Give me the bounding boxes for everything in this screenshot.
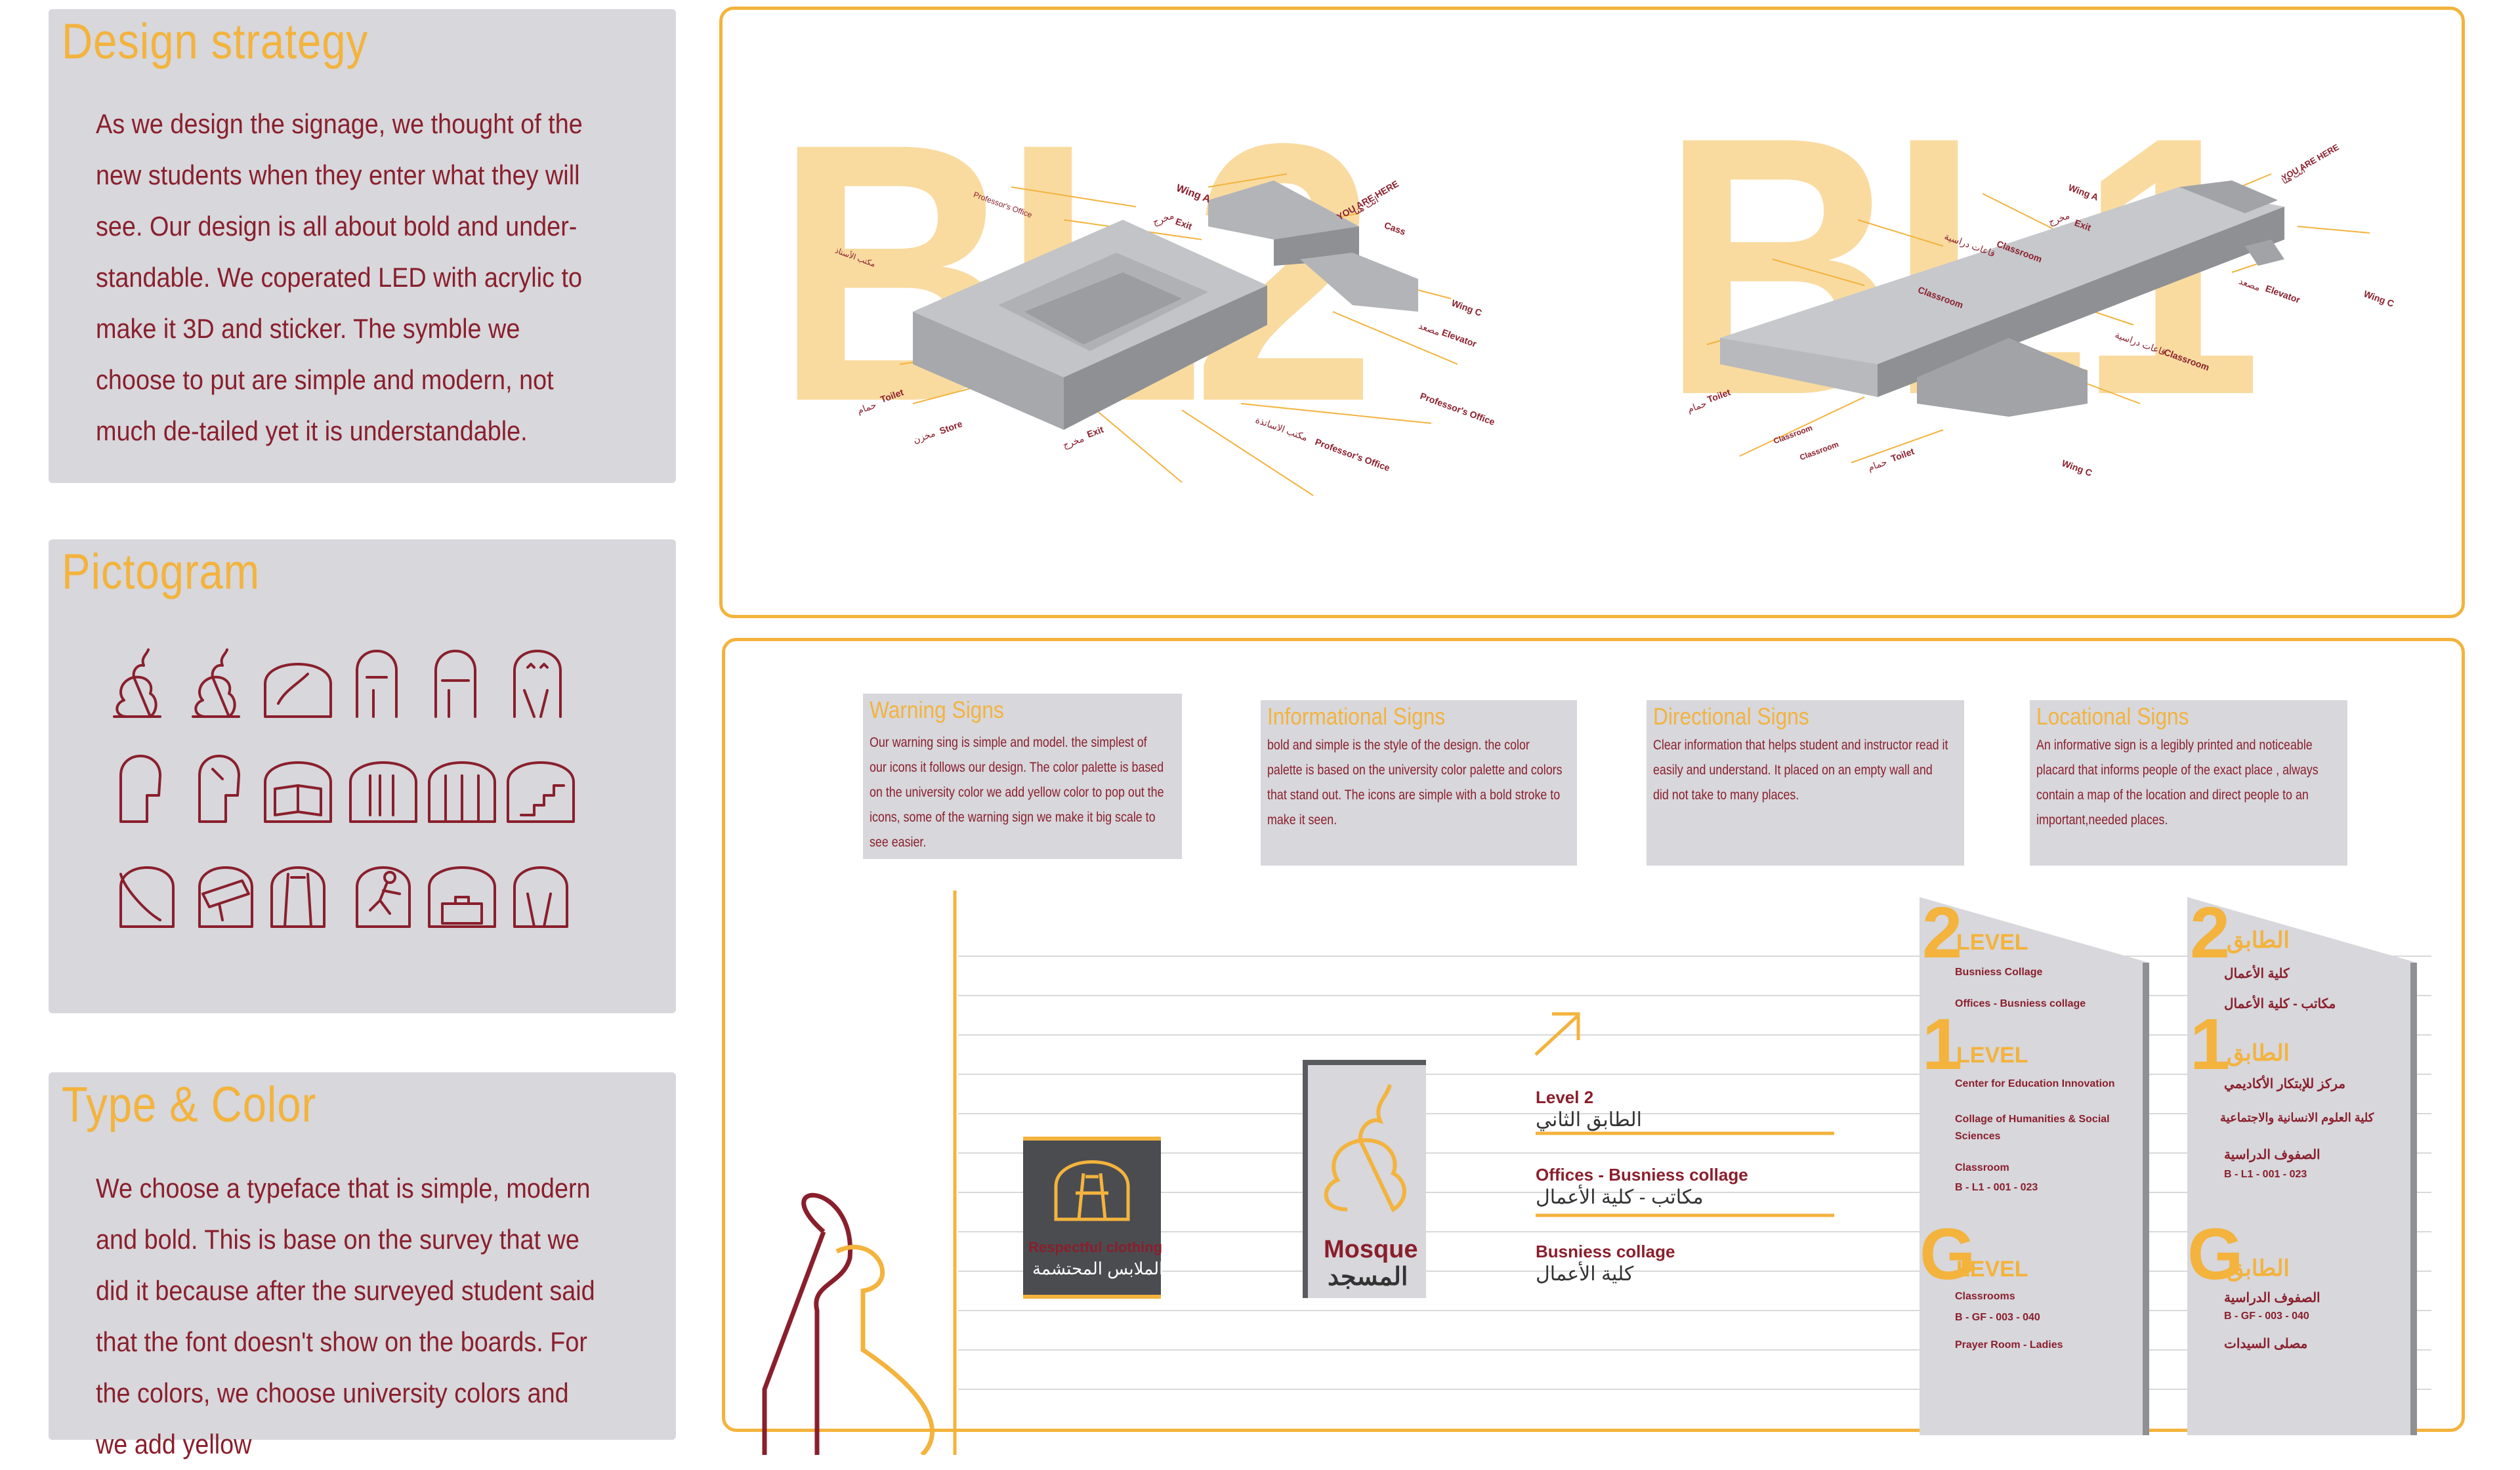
tower-ar-g-item: B - GF - 003 - 040: [2224, 1311, 2309, 1322]
elevator-icon: [428, 761, 496, 823]
tower-en-l1-num: 1: [1922, 1004, 1963, 1085]
tower-en-l2-word: LEVEL: [1956, 930, 2028, 955]
clothing-icon: [1054, 1160, 1130, 1221]
tower-ar-g-word: الطابق: [2227, 1256, 2290, 1281]
warning-signs-body: Our warning sing is simple and model. th…: [870, 735, 1164, 850]
cafeteria-icon: [349, 761, 417, 823]
dir-offices-en: Offices - Busniess collage: [1536, 1165, 1748, 1185]
tower-en-l2-num: 2: [1922, 892, 1963, 973]
tower-ar-g-num: G: [2187, 1214, 2244, 1295]
clothing-sign: Respectful clothing الملابس المحتشمة: [1023, 1137, 1164, 1299]
mosque-sign: Mosque المسجد: [1303, 1060, 1426, 1298]
mosque-sign-en: Mosque: [1324, 1236, 1418, 1263]
wall-lines: [762, 891, 2431, 1455]
type-color-body: We choose a typeface that is simple, mod…: [96, 1173, 595, 1460]
locational-signs-body: An informative sign is a legibly printed…: [2036, 738, 2319, 828]
mosque-sign-ar: المسجد: [1328, 1263, 1408, 1291]
camera-icon: [198, 866, 253, 928]
tower-ar-l1-num: 1: [2190, 1004, 2231, 1085]
tower-en-g-item: B - GF - 003 - 040: [1955, 1312, 2040, 1323]
maps-frame: BL2 BL1 Wing A YOU ARE H: [719, 7, 2465, 618]
library-icon: [264, 761, 332, 823]
family-icon: [513, 650, 562, 718]
tower-en-g-item: Classrooms: [1955, 1291, 2015, 1302]
phone-icon: [119, 866, 175, 928]
woman-restroom-icon: [434, 650, 476, 718]
dir-level2-en: Level 2: [1536, 1087, 1594, 1107]
prayer-woman-icon: [192, 648, 240, 718]
locational-signs-title: Locational Signs: [2036, 703, 2189, 730]
tower-ar-l2-item: مكاتب - كلية الأعمال: [2224, 997, 2336, 1011]
person-outline-maroon: [762, 1192, 852, 1455]
dir-business-en: Busniess collage: [1536, 1242, 1675, 1261]
tower-ar-l2-word: الطابق: [2227, 928, 2290, 953]
man-head-icon: [119, 755, 161, 823]
pictogram-panel: Pictogram: [49, 539, 676, 1013]
tower-ar-l1-item: الصفوف الدراسية: [2224, 1148, 2320, 1162]
tower-en-l1-item: Collage of Humanities & Social: [1955, 1114, 2110, 1125]
arrow-up-right-icon: [1534, 1012, 1580, 1056]
tower-en-l1-item: B - L1 - 001 - 023: [1955, 1182, 2038, 1193]
clothing-icon: [270, 866, 326, 928]
locational-signs-card: Locational Signs An informative sign is …: [2030, 700, 2347, 866]
directional-signs-title: Directional Signs: [1653, 703, 1809, 730]
tower-en-l1-item: Center for Education Innovation: [1955, 1078, 2115, 1089]
person-outline-yellow: [835, 1244, 934, 1455]
locational-tower-ar: 2 الطابق كلية الأعمال مكاتب - كلية الأعم…: [2187, 897, 2417, 1435]
directional-signs-body: Clear information that helps student and…: [1653, 738, 1948, 803]
tower-ar-l1-word: الطابق: [2227, 1041, 2290, 1066]
prayer-man-icon: [113, 648, 161, 718]
tower-en-l1-item: Classroom: [1955, 1162, 2009, 1173]
ablution-icon: [264, 663, 332, 718]
clothing-sign-ar: الملابس المحتشمة: [1032, 1259, 1164, 1278]
directional-signs-card: Directional Signs Clear information that…: [1647, 700, 1964, 866]
pictogram-grid: [113, 648, 575, 928]
tower-en-g-num: G: [1920, 1214, 1976, 1295]
locational-tower-en: 2 LEVEL Busniess Collage Offices - Busni…: [1920, 897, 2149, 1435]
tower-en-l1-item: Sciences: [1955, 1131, 2001, 1142]
dir-offices-ar: مكاتب - كلية الأعمال: [1536, 1186, 1704, 1208]
floor-map-bl1: [1706, 173, 2370, 463]
tower-ar-l1-item: كلية العلوم الانسانية والاجتماعية: [2220, 1111, 2374, 1124]
type-color-panel: Type & Color We choose a typeface that i…: [49, 1072, 676, 1460]
dir-level2-ar: الطابق الثاني: [1536, 1109, 1642, 1131]
tower-ar-g-item: الصفوف الدراسية: [2224, 1291, 2320, 1305]
warning-signs-card: Warning Signs Our warning sing is simple…: [863, 694, 1182, 859]
mosque-icon: [1324, 1084, 1406, 1213]
design-strategy-body: As we design the signage, we thought of …: [96, 108, 583, 446]
type-color-title: Type & Color: [62, 1077, 317, 1133]
signs-frame: Warning Signs Our warning sing is simple…: [722, 638, 2465, 1455]
tower-ar-l1-item: مركز للإبتكار الأكاديمي: [2224, 1077, 2346, 1091]
first-aid-icon: [428, 866, 496, 928]
woman-head-icon: [198, 755, 240, 823]
clothing-sign-en: Respectful clothing: [1028, 1239, 1163, 1255]
tower-ar-l2-num: 2: [2190, 892, 2231, 973]
stairs-icon: [507, 761, 575, 823]
warning-signs-title: Warning Signs: [870, 696, 1004, 723]
design-strategy-panel: Design strategy As we design the signage…: [49, 9, 676, 483]
tower-ar-l1-item: B - L1 - 001 - 023: [2224, 1169, 2307, 1180]
tower-ar-l2-item: كلية الأعمال: [2224, 967, 2290, 981]
tower-en-l2-item: Offices - Busniess collage: [1955, 998, 2086, 1009]
informational-signs-card: Informational Signs bold and simple is t…: [1261, 700, 1577, 866]
informational-signs-body: bold and simple is the style of the desi…: [1267, 738, 1563, 828]
pictogram-title: Pictogram: [62, 544, 260, 600]
design-strategy-title: Design strategy: [62, 14, 369, 70]
tower-en-g-word: LEVEL: [1956, 1257, 2028, 1282]
tower-en-l1-word: LEVEL: [1956, 1043, 2028, 1068]
man-restroom-icon: [356, 650, 398, 718]
tower-ar-g-item: مصلى السيدات: [2224, 1337, 2308, 1351]
family-restroom-icon: [513, 866, 568, 928]
tower-en-l2-item: Busniess Collage: [1955, 967, 2043, 978]
informational-signs-title: Informational Signs: [1267, 703, 1446, 730]
emergency-exit-icon: [356, 866, 411, 928]
dir-business-ar: كلية الأعمال: [1536, 1263, 1634, 1285]
tower-en-g-item: Prayer Room - Ladies: [1955, 1339, 2063, 1351]
floor-map-bl2: [899, 173, 1458, 496]
